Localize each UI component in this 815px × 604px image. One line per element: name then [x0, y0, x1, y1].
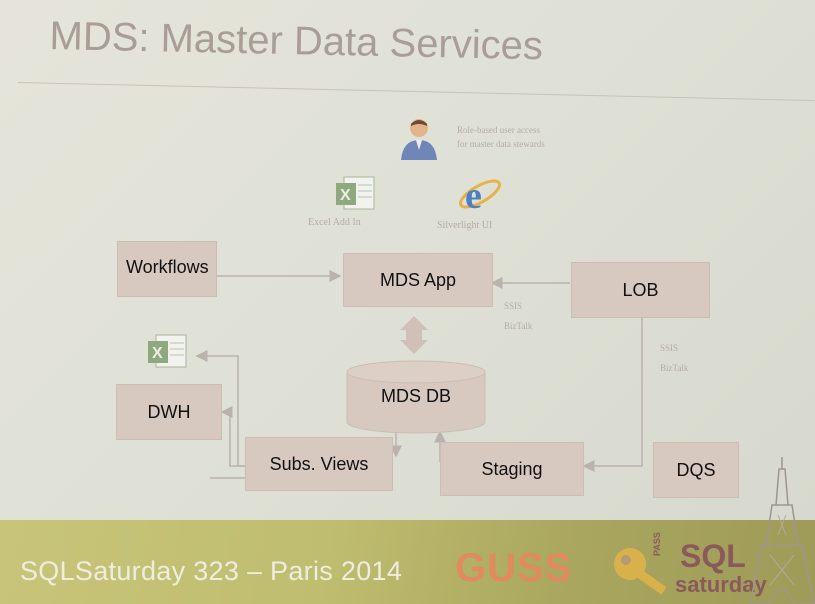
dwh-node: DWH: [116, 384, 222, 440]
sql-logo-text: SQL: [680, 538, 746, 574]
saturday-logo-text: saturday: [675, 572, 767, 597]
workflows-node: Workflows: [117, 241, 217, 297]
guss-logo: GUSS: [455, 546, 573, 590]
dqs-node: DQS: [653, 442, 739, 498]
lob-node: LOB: [571, 262, 710, 318]
subs-views-node: Subs. Views: [245, 437, 393, 491]
app-db-double-arrow: [400, 316, 428, 354]
user-caption-line1: Role-based user access: [457, 125, 540, 135]
svg-text:X: X: [152, 345, 163, 362]
staging-node: Staging: [440, 442, 584, 496]
silverlight-ie-icon: e: [459, 175, 501, 216]
biztalk-label-2: BizTalk: [660, 363, 689, 373]
footer-band: [0, 520, 815, 604]
sql-saturday-key-icon: [614, 548, 667, 595]
excel-addin-label: Excel Add In: [308, 217, 361, 228]
user-caption-line2: for master data stewards: [457, 139, 545, 149]
mds-db-cylinder: [346, 360, 486, 434]
mds-app-node: MDS App: [343, 253, 493, 307]
svg-text:e: e: [465, 175, 482, 216]
mds-db-node: MDS DB: [380, 385, 451, 406]
lob-to-staging-connector: [582, 316, 643, 472]
silverlight-label: Silverlight UI: [437, 220, 493, 231]
eiffel-tower-icon: [750, 457, 815, 604]
ssis-label-1: SSIS: [504, 301, 523, 311]
excel-addin-icon: X: [336, 176, 375, 210]
pass-logo-text: PASS: [652, 532, 662, 556]
subsviews-to-dwh-connector: [220, 406, 245, 467]
ssis-label-2: SSIS: [660, 343, 679, 353]
excel-output-icon: X: [148, 334, 187, 368]
footer-event-text: SQLSaturday 323 – Paris 2014: [20, 556, 403, 586]
svg-text:X: X: [340, 187, 351, 204]
biztalk-label-1: BizTalk: [504, 321, 533, 331]
user-icon: [401, 119, 437, 160]
